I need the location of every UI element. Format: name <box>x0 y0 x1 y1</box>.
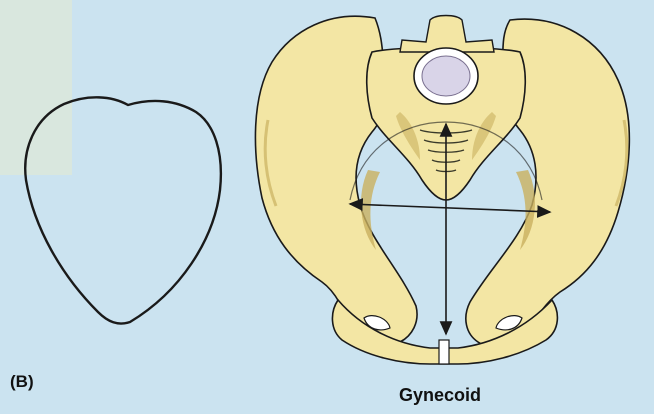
vertebra-processes <box>400 16 494 53</box>
panel-label: (B) <box>10 372 34 392</box>
pelvic-inlet-outline <box>25 97 221 323</box>
figure-caption: Gynecoid <box>370 385 510 406</box>
transverse-diameter-arrow <box>350 204 550 212</box>
pelvis-illustration <box>255 16 629 365</box>
